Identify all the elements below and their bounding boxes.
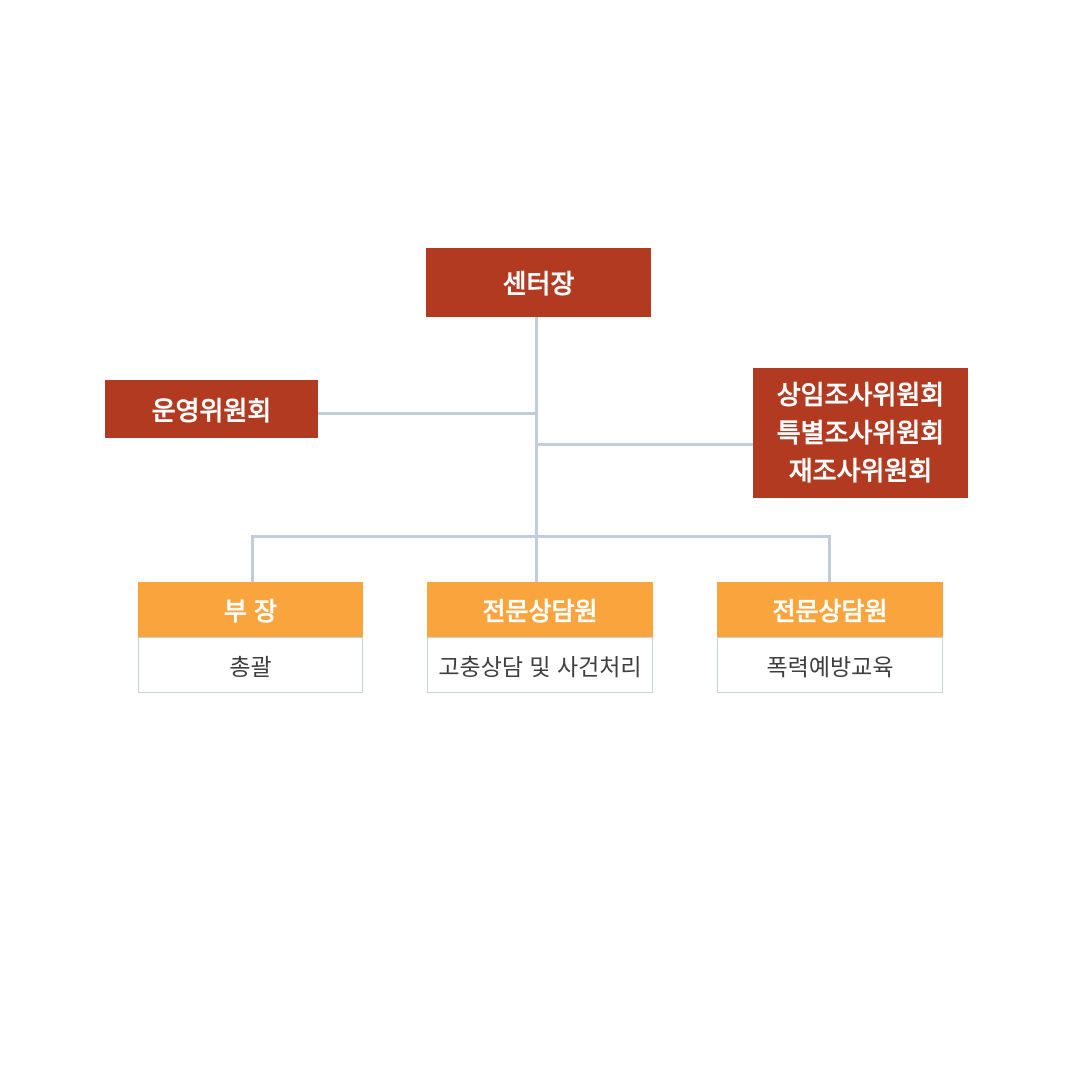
connector-branch-left: [318, 412, 535, 415]
investigation-committee-line-1: 상임조사위원회: [776, 380, 945, 410]
connector-branch-right: [538, 443, 753, 446]
department-title: 부 장: [138, 582, 363, 637]
investigation-committee-line-2: 특별조사위원회: [776, 418, 945, 448]
investigation-committees-box: 상임조사위원회 특별조사위원회 재조사위원회: [753, 368, 968, 498]
department-role: 고충상담 및 사건처리: [427, 637, 653, 693]
steering-committee-label: 운영위원회: [151, 395, 272, 426]
center-director-box: 센터장: [426, 248, 651, 317]
department-title: 전문상담원: [427, 582, 653, 637]
department-title: 전문상담원: [717, 582, 943, 637]
connector-drop-left: [251, 535, 254, 582]
investigation-committee-line-3: 재조사위원회: [788, 456, 933, 486]
center-director-label: 센터장: [502, 269, 575, 299]
connector-trunk-vertical: [535, 317, 538, 537]
connector-bottom-rail: [251, 535, 831, 538]
connector-drop-right: [828, 535, 831, 582]
department-role: 폭력예방교육: [717, 637, 943, 693]
department-role: 총괄: [138, 637, 363, 693]
connector-drop-middle: [535, 535, 538, 582]
department-card-counselor-2: 전문상담원 폭력예방교육: [717, 582, 943, 693]
steering-committee-box: 운영위원회: [105, 380, 318, 438]
department-card-counselor-1: 전문상담원 고충상담 및 사건처리: [427, 582, 653, 693]
department-card-manager: 부 장 총괄: [138, 582, 363, 693]
